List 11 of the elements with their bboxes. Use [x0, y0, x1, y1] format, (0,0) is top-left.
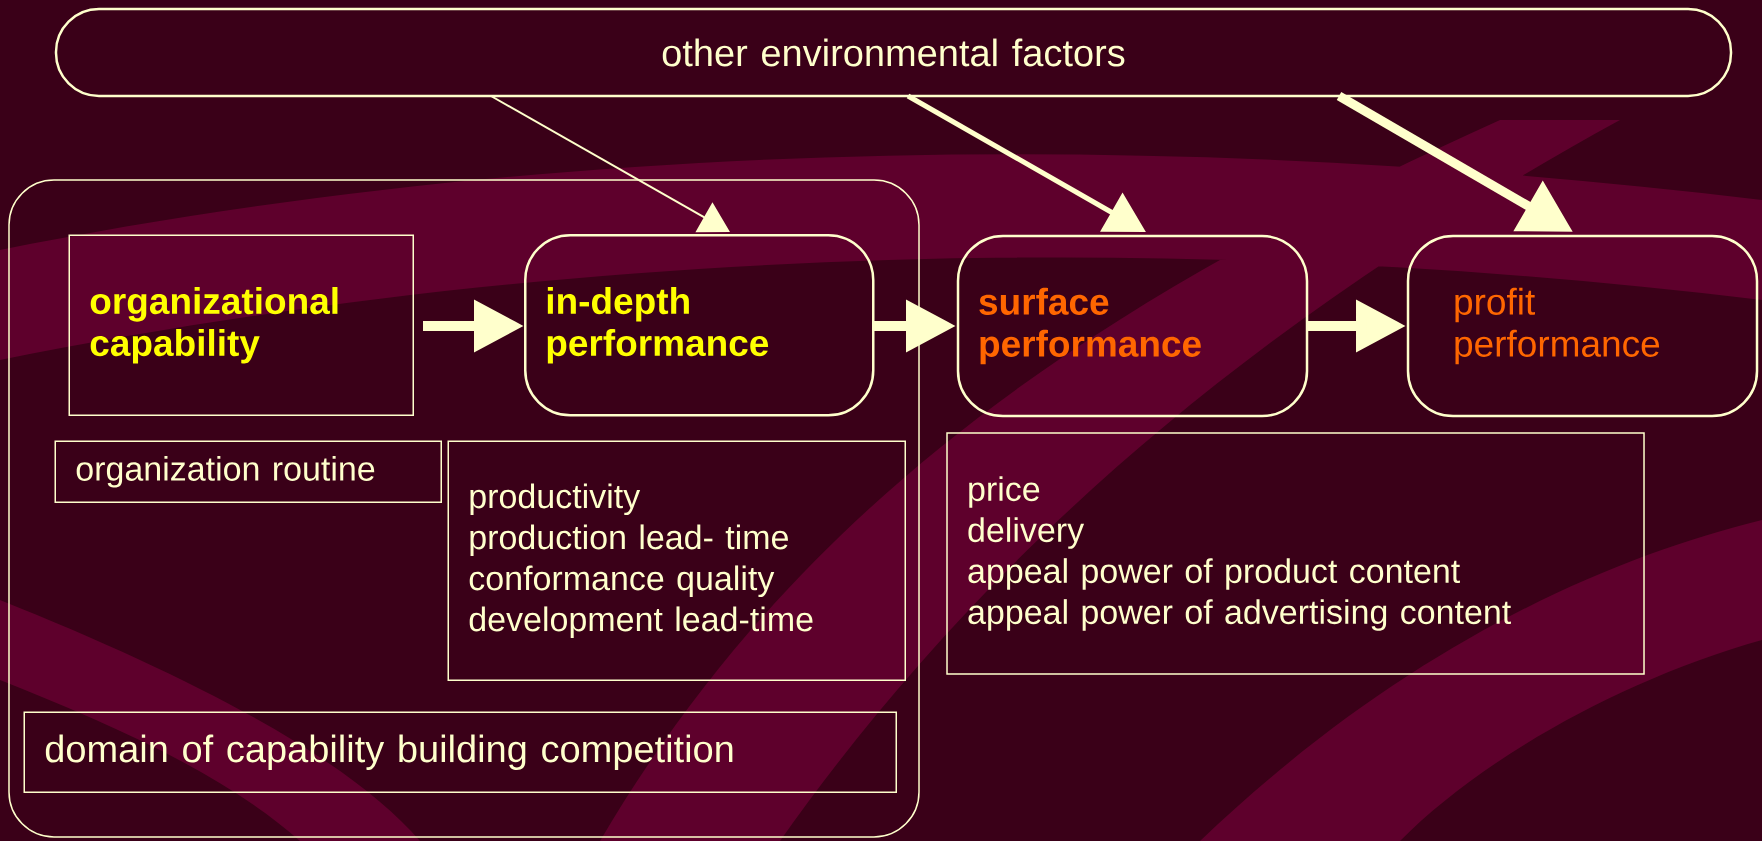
capability-box: organizational capability: [68, 234, 414, 416]
performance-box: profit performance: [1406, 234, 1759, 418]
label-box: organization routine: [54, 440, 442, 503]
performance-box: in-depth performance: [524, 234, 875, 417]
list-box: price delivery appeal power of product content appeal power of advertising content: [946, 432, 1645, 675]
region-box: [8, 179, 920, 838]
label-box: domain of capability building competition: [23, 711, 897, 793]
banner-box: other environmental factors: [54, 7, 1733, 98]
list-box: productivity production lead- time conformance quality development lead-time: [447, 440, 906, 681]
arrow: [490, 95, 730, 233]
performance-box: surface performance: [956, 234, 1309, 418]
